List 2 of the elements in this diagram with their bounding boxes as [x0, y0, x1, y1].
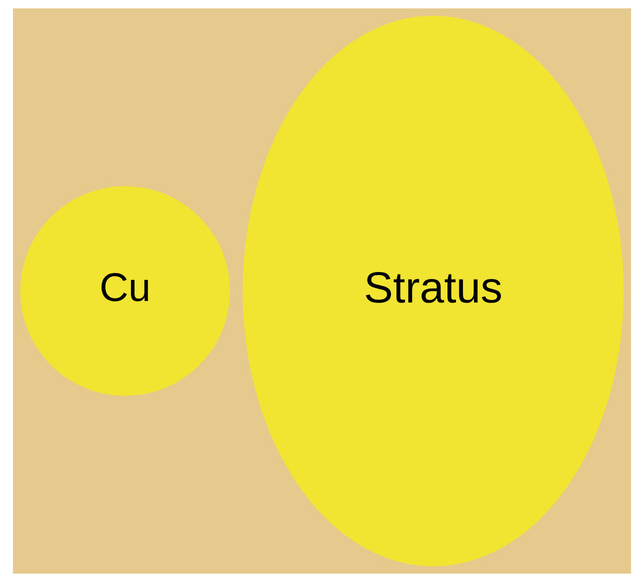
node-circle: Cu	[20, 186, 230, 396]
node-ellipse: Stratus	[242, 16, 624, 566]
